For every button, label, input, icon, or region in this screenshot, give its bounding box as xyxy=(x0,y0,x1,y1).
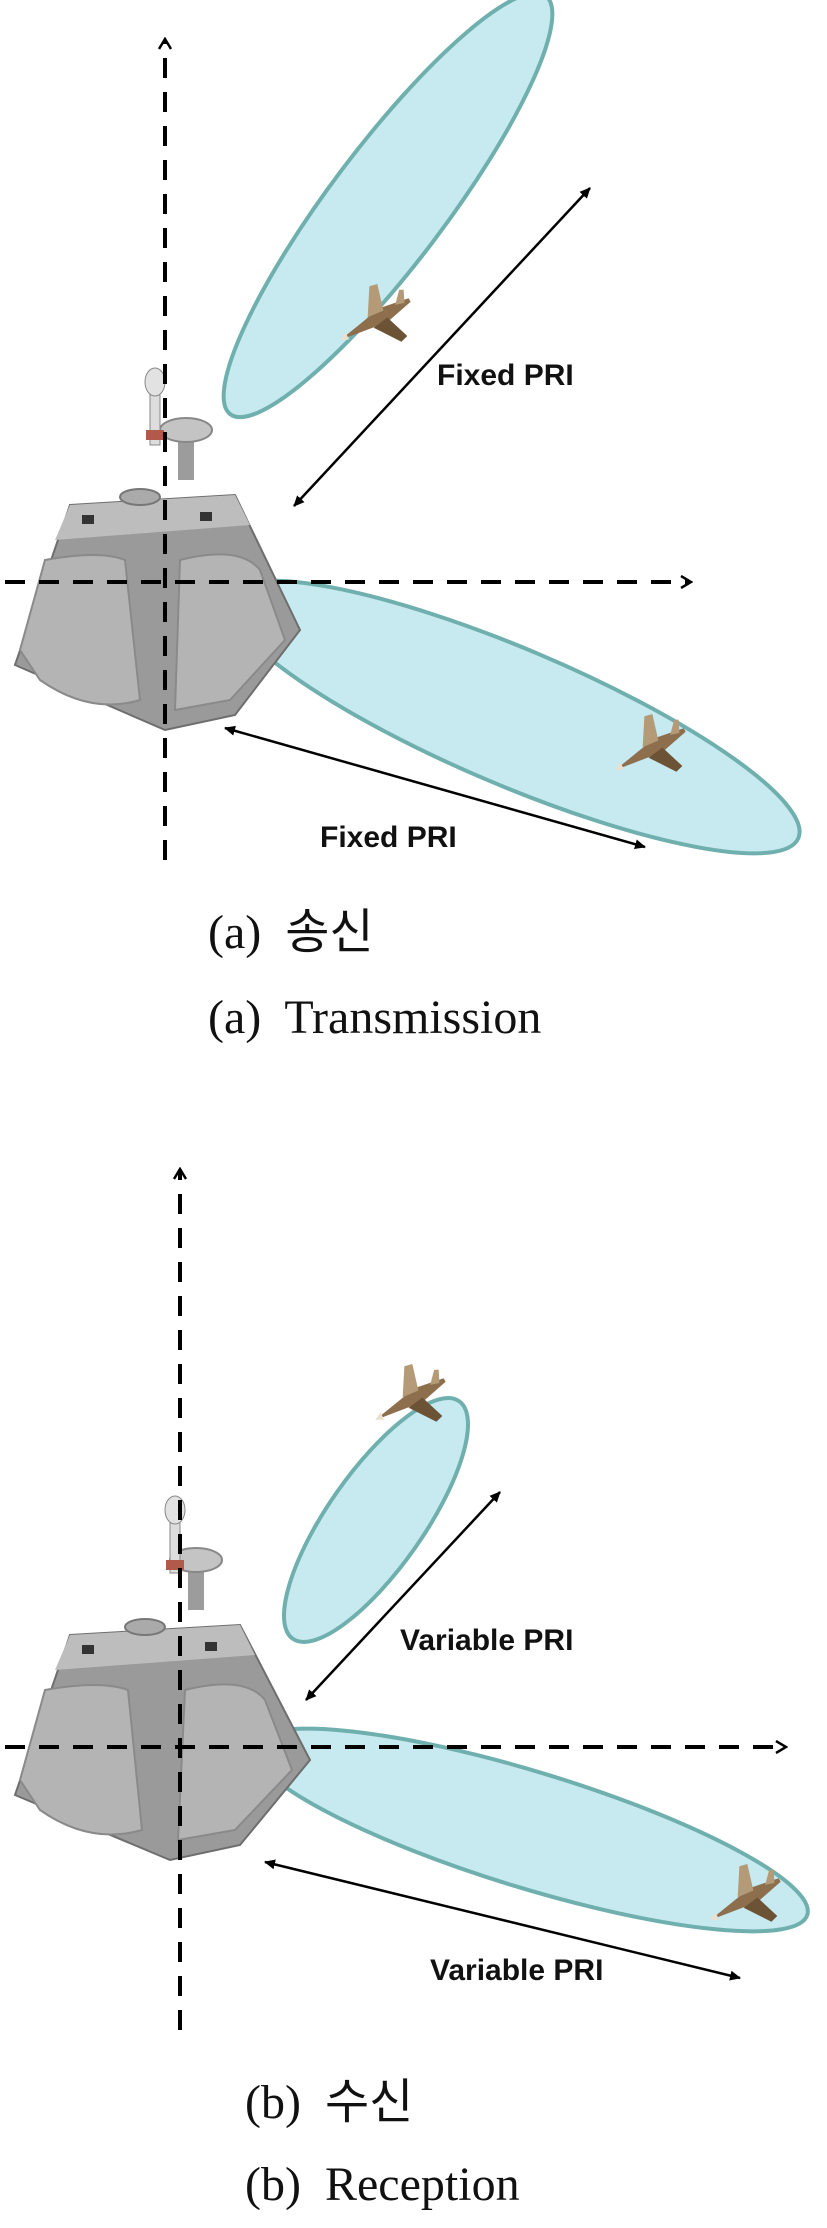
beam-lower-lobe xyxy=(224,578,802,856)
panel-a-transmission: Fixed PRI Fixed PRI (a) 송신 (a) Transmiss… xyxy=(5,0,802,1044)
pri-range-arrow-lower xyxy=(264,1859,741,1981)
panel-b-reception: Variable PRI Variable PRI (b) 수신 (b) Rec… xyxy=(5,1170,810,2211)
caption-english: (b) Reception xyxy=(245,2158,520,2211)
beam-lower-label: Variable PRI xyxy=(430,1954,603,1987)
pri-range-arrow-upper xyxy=(305,1491,501,1701)
beam-lower-label: Fixed PRI xyxy=(320,821,457,854)
beam-upper-label: Variable PRI xyxy=(400,1624,573,1657)
caption-english: (a) Transmission xyxy=(208,991,541,1044)
caption-korean: (a) 송신 xyxy=(208,906,374,959)
beam-upper-label: Fixed PRI xyxy=(437,359,574,392)
beam-upper-lobe xyxy=(282,1396,470,1644)
caption-korean: (b) 수신 xyxy=(245,2076,413,2129)
pri-range-arrow-upper xyxy=(293,187,591,507)
beam-lower-lobe xyxy=(250,1726,810,1934)
pri-range-arrow-lower xyxy=(224,725,646,850)
radar-unit xyxy=(13,367,302,732)
aircraft-icon xyxy=(375,1364,446,1422)
radar-unit xyxy=(13,1495,312,1862)
